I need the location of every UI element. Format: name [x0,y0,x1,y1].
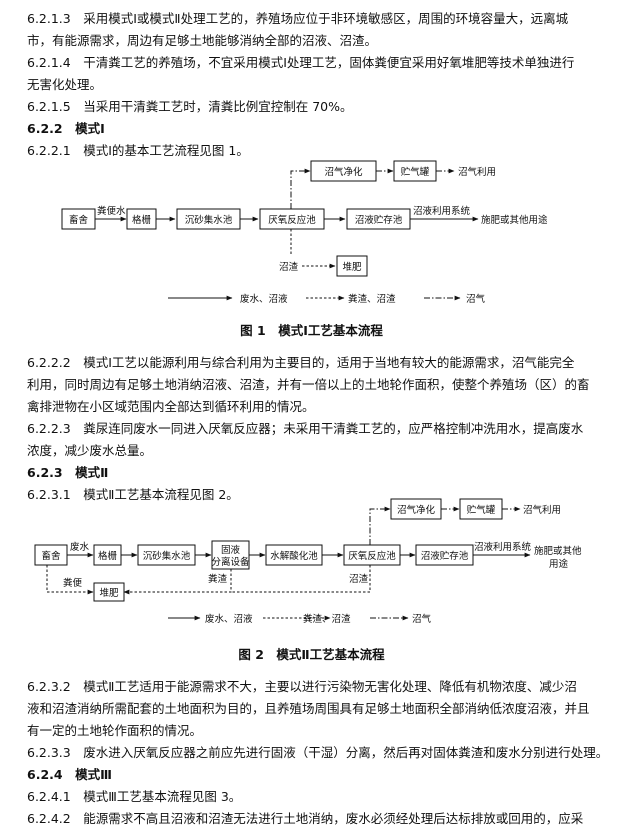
fig2-label-slurry-system: 沼液利用系统 [474,541,532,553]
fig2-label-biogas-use: 沼气利用 [523,504,561,516]
fig2-box-hydrolysis: 水解酸化池 [270,550,318,562]
figure-2-caption: 图 2 模式Ⅱ工艺基本流程 [238,647,385,662]
fig1-legend-biogas: 沼气 [466,293,486,305]
figure-2-boxes [34,498,503,602]
fig1-label-field-use: 施肥或其他用途 [481,214,548,226]
fig2-box-sand-pool: 沉砂集水池 [143,550,191,562]
fig2-box-anaerobic: 厌氧反应池 [348,550,396,562]
fig1-box-slurry-tank: 沼液贮存池 [355,214,403,226]
figure-1-boxes [61,160,437,277]
fig1-label-residue: 沼渣 [279,261,299,273]
figure-1-diagram: 畜舍 格栅 沉砂集水池 厌氧反应池 沼液贮存池 沼气净化 贮气罐 堆肥 粪便水 … [61,160,548,305]
fig1-box-compost: 堆肥 [342,262,362,273]
fig1-box-biogas-purify: 沼气净化 [324,166,363,178]
fig2-label-field-use-line2: 用途 [549,558,569,570]
fig1-label-biogas-use: 沼气利用 [458,166,496,178]
clause-6-2-4-2: 6.2.4.2 能源需求不高且沼液和沼渣无法进行土地消纳，废水必须经处理后达标排… [27,811,584,826]
section-heading-6-2-3: 6.2.3 模式Ⅱ [27,465,109,480]
clause-6-2-1-3: 6.2.1.3 采用模式Ⅰ或模式Ⅱ处理工艺的，养殖场应位于非环境敏感区，周围的环… [27,11,569,48]
fig2-box-separator-line1: 固液 [221,544,241,556]
fig1-box-gas-tank: 贮气罐 [401,166,430,178]
clause-6-2-3-3: 6.2.3.3 废水进入厌氧反应器之前应先进行固液（干湿）分离，然后再对固体粪渣… [27,745,609,760]
fig2-legend-residue: 粪渣、沼渣 [303,613,351,625]
fig1-box-barn: 畜舍 [69,214,89,226]
fig1-box-anaerobic: 厌氧反应池 [268,214,316,226]
clause-6-2-3-2: 6.2.3.2 模式Ⅱ工艺适用于能源需求不大，主要以进行污染物无害化处理、降低有… [27,679,590,738]
section-heading-6-2-2: 6.2.2 模式Ⅰ [27,121,105,136]
fig2-label-waste-water: 废水 [70,541,90,553]
fig2-box-gas-tank: 贮气罐 [467,504,496,516]
fig2-box-separator-line2: 分离设备 [211,556,250,568]
clause-6-2-2-2: 6.2.2.2 模式Ⅰ工艺以能源利用与综合利用为主要目的，适用于当地有较大的能源… [27,355,590,414]
fig2-box-barn: 畜舍 [41,550,61,562]
fig2-label-manure: 粪便 [63,577,83,589]
section-heading-6-2-4: 6.2.4 模式Ⅲ [27,767,112,782]
fig2-legend-wastewater: 废水、沼液 [205,613,253,625]
clause-6-2-1-5: 6.2.1.5 当采用干清粪工艺时，清粪比例宜控制在 70%。 [27,99,353,114]
fig1-legend-wastewater: 废水、沼液 [240,293,288,305]
clause-6-2-3-1: 6.2.3.1 模式Ⅱ工艺基本流程见图 2。 [27,487,239,502]
fig1-legend-residue: 粪渣、沼渣 [348,293,396,305]
clause-6-2-2-1: 6.2.2.1 模式Ⅰ的基本工艺流程见图 1。 [27,143,249,158]
fig2-legend-biogas: 沼气 [412,613,432,625]
figure-1-caption: 图 1 模式Ⅰ工艺基本流程 [240,323,383,338]
figure-2-diagram: 畜舍 格栅 沉砂集水池 固液 分离设备 水解酸化池 厌氧反应池 沼液贮存池 沼气… [34,498,582,625]
fig1-box-sand-pool: 沉砂集水池 [185,214,233,226]
fig2-label-field-use-line1: 施肥或其他 [534,545,582,557]
fig1-box-grate: 格栅 [132,214,152,226]
fig1-label-slurry-system: 沼液利用系统 [413,205,471,217]
fig2-label-residue: 沼渣 [349,573,369,585]
clause-6-2-4-1: 6.2.4.1 模式Ⅲ工艺基本流程见图 3。 [27,789,242,804]
fig2-box-biogas-purify: 沼气净化 [397,504,436,516]
fig2-box-slurry-tank: 沼液贮存池 [421,550,469,562]
clause-6-2-1-4: 6.2.1.4 干清粪工艺的养殖场，不宜采用模式Ⅰ处理工艺，固体粪便宜采用好氧堆… [27,55,575,92]
fig2-box-compost: 堆肥 [99,588,119,599]
fig1-label-manure-water: 粪便水 [97,205,126,217]
clause-6-2-2-3: 6.2.2.3 粪尿连同废水一同进入厌氧反应器；未采用干清粪工艺的，应严格控制冲… [27,421,584,458]
fig2-label-dung-residue: 粪渣 [208,573,228,585]
fig2-box-grate: 格栅 [98,550,118,562]
